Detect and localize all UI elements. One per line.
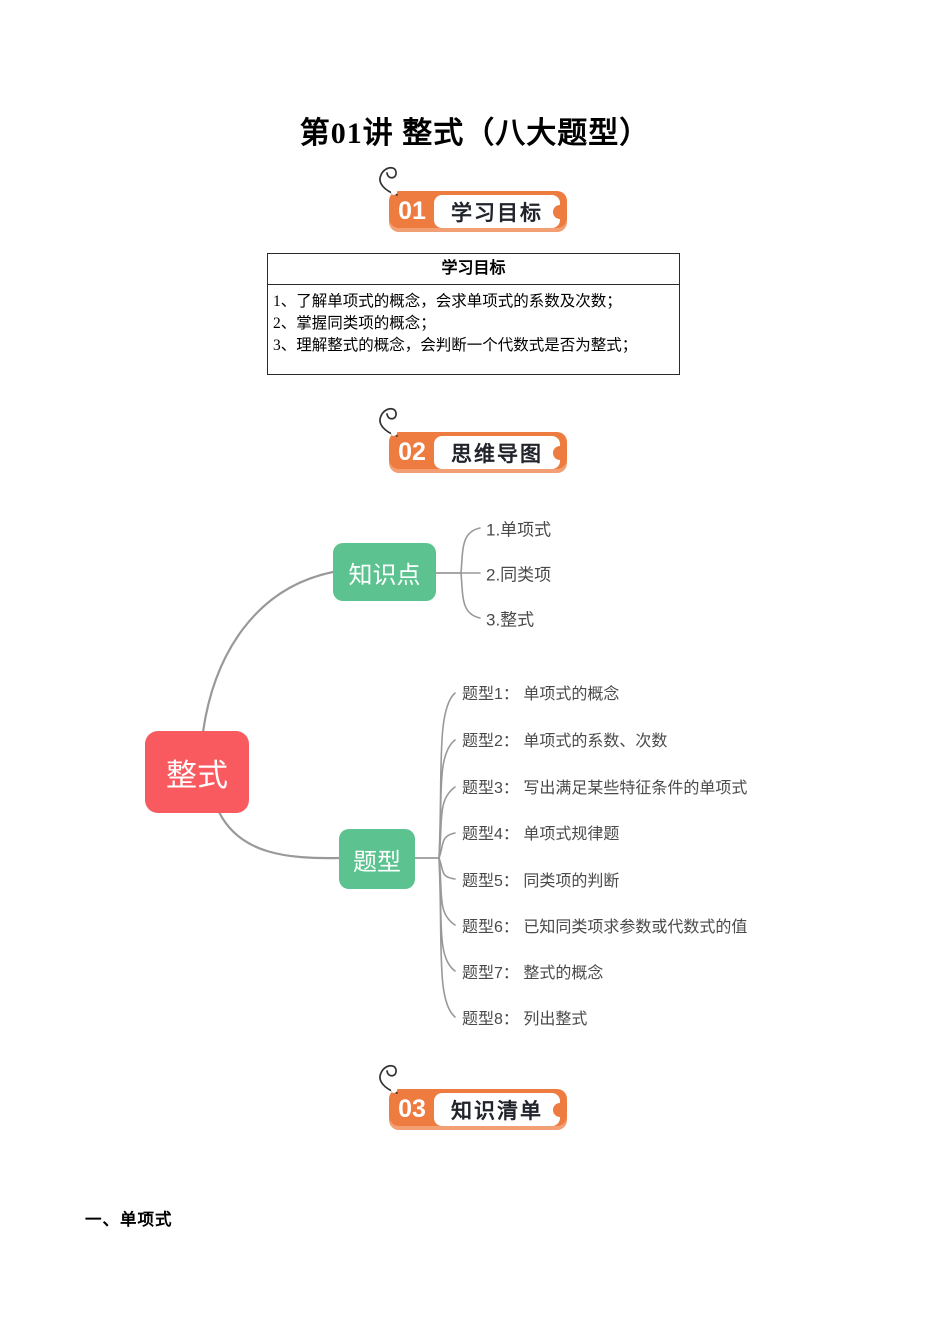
mindmap-leaf: 题型4： 单项式规律题 — [462, 826, 620, 843]
mindmap-leaf: 题型7： 整式的概念 — [462, 965, 604, 982]
objectives-table: 学习目标 1、了解单项式的概念，会求单项式的系数及次数； 2、掌握同类项的概念；… — [267, 253, 680, 375]
mindmap-leaf: 题型1： 单项式的概念 — [462, 686, 620, 703]
page-title: 第01讲 整式（八大题型） — [299, 117, 651, 150]
badge-notch — [553, 445, 567, 460]
mindmap-leaf: 题型5： 同类项的判断 — [462, 873, 620, 890]
badge-number: 01 — [398, 197, 426, 225]
badge-pill: 知识清单 — [434, 1093, 567, 1126]
mindmap-leaf: 3.整式 — [486, 610, 535, 630]
badge-number: 03 — [398, 1095, 426, 1123]
objectives-table-body: 1、了解单项式的概念，会求单项式的系数及次数； 2、掌握同类项的概念； 3、理解… — [268, 285, 679, 357]
mindmap-leaf: 题型6： 已知同类项求参数或代数式的值 — [462, 919, 748, 936]
objective-item: 3、理解整式的概念，会判断一个代数式是否为整式； — [273, 337, 638, 354]
badge-notch — [553, 204, 567, 219]
section-badge-02: 02 思维导图 — [379, 407, 567, 473]
objective-item: 1、了解单项式的概念，会求单项式的系数及次数； — [273, 293, 622, 310]
objective-item: 2、掌握同类项的概念； — [273, 315, 436, 332]
objectives-table-header: 学习目标 — [268, 254, 679, 285]
mindmap-leaf: 题型2： 单项式的系数、次数 — [462, 733, 668, 750]
badge-pin-dot — [391, 430, 397, 436]
section-badge-03: 03 知识清单 — [379, 1064, 567, 1130]
string-curl-icon — [379, 1064, 398, 1094]
badge-number: 02 — [398, 438, 426, 466]
mindmap-leaf: 1.单项式 — [486, 520, 552, 540]
badge-label: 学习目标 — [451, 201, 543, 225]
mindmap-leaf: 题型3： 写出满足某些特征条件的单项式 — [462, 780, 748, 797]
badge-pin-dot — [391, 1087, 397, 1093]
mindmap-leaf: 题型8： 列出整式 — [462, 1011, 588, 1028]
mindmap-leaf: 2.同类项 — [486, 565, 552, 585]
badge-label: 思维导图 — [451, 442, 543, 466]
badge-pill: 思维导图 — [434, 436, 567, 469]
mindmap-branch-question-types: 题型 — [339, 829, 415, 889]
string-curl-icon — [379, 407, 398, 437]
section-heading: 一、单项式 — [85, 1210, 173, 1229]
badge-pin-dot — [391, 189, 397, 195]
badge-notch — [553, 1102, 567, 1117]
string-curl-icon — [379, 166, 398, 196]
badge-label: 知识清单 — [451, 1099, 543, 1123]
badge-pill: 学习目标 — [434, 195, 567, 228]
mindmap-branch-knowledge: 知识点 — [333, 543, 436, 601]
section-badge-01: 01 学习目标 — [379, 166, 567, 232]
mindmap-root-node: 整式 — [145, 731, 249, 813]
